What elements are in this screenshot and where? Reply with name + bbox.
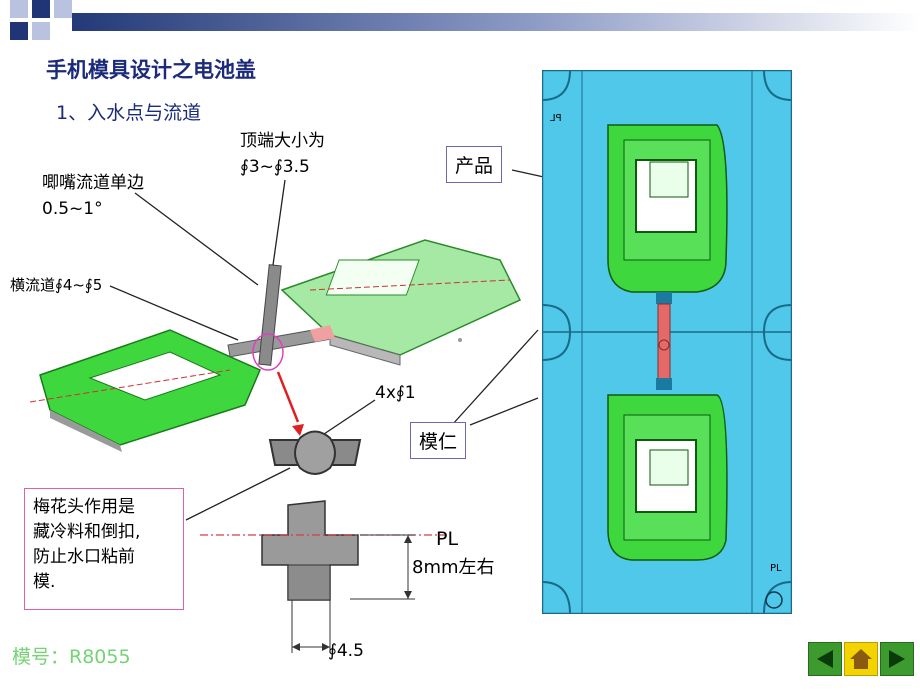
section-subtitle: 1、入水点与流道 <box>56 102 202 124</box>
pl-mark-top: PL <box>550 113 562 124</box>
parting-line-label: PL <box>436 528 459 550</box>
product-top <box>607 124 728 293</box>
note-line2: 藏冷料和倒扣, <box>33 522 141 542</box>
previous-arrow-icon <box>817 650 833 668</box>
note-line1: 梅花头作用是 <box>33 497 135 517</box>
sprue-label-line2: 0.5~1° <box>42 199 103 219</box>
model-number: 模号：R8055 <box>12 646 131 668</box>
diameter-label: ∮4.5 <box>328 641 364 661</box>
next-arrow-icon <box>889 650 905 668</box>
pl-mark-bottom: PL <box>770 563 782 574</box>
height-label: 8mm左右 <box>412 557 495 578</box>
runner-red <box>656 292 672 390</box>
product-part-right <box>280 239 522 366</box>
previous-button[interactable] <box>808 642 842 676</box>
next-button[interactable] <box>880 642 914 676</box>
plum-holes-label: 4x∮1 <box>375 383 416 403</box>
product-label: 产品 <box>446 146 503 183</box>
sprue-label-line1: 唧嘴流道单边 <box>42 173 144 193</box>
tip-size-label-line2: ∮3~∮3.5 <box>240 157 310 177</box>
sprue-section-drawing <box>200 500 445 653</box>
note-line4: 模. <box>33 572 56 592</box>
note-box: 梅花头作用是 藏冷料和倒扣, 防止水口粘前 模. <box>24 488 184 610</box>
corner-decoration <box>10 0 72 40</box>
runner-illustration <box>30 239 522 452</box>
insert-label: 模仁 <box>410 422 467 459</box>
header-bar <box>72 13 920 31</box>
home-icon <box>850 649 872 669</box>
tip-size-label-line1: 顶端大小为 <box>240 131 325 151</box>
runner-label: 横流道∮4~∮5 <box>10 276 103 294</box>
mold-layout <box>542 70 792 614</box>
plum-head-section <box>268 430 362 475</box>
runner-system <box>227 264 462 371</box>
note-line3: 防止水口粘前 <box>33 547 135 567</box>
product-part-left <box>30 329 261 452</box>
page-title: 手机模具设计之电池盖 <box>46 58 256 82</box>
product-bottom <box>607 394 728 561</box>
home-button[interactable] <box>844 642 878 676</box>
